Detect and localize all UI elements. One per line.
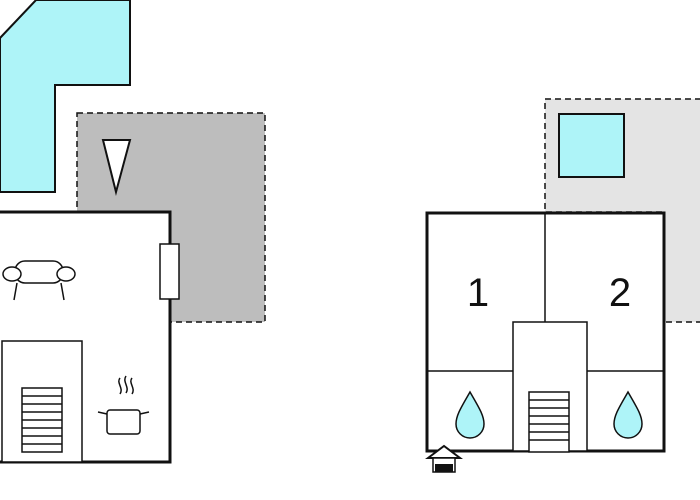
room-label-2: 2 [609,271,631,315]
upper-floor-plan: 1 2 [425,98,700,473]
pool-shape [0,0,131,193]
room-label-1: 1 [467,271,489,315]
cooking-pot-icon [97,375,150,435]
sofa-icon [2,260,76,301]
north-arrow-icon [101,139,132,196]
stairs-icon [21,387,63,453]
water-drop-icon [455,390,485,439]
stairs-icon [528,391,570,453]
entrance-icon [425,444,463,473]
skylight-icon [558,113,625,178]
window-icon [159,243,180,300]
ground-floor-plan [0,0,266,464]
water-drop-icon [613,390,643,439]
